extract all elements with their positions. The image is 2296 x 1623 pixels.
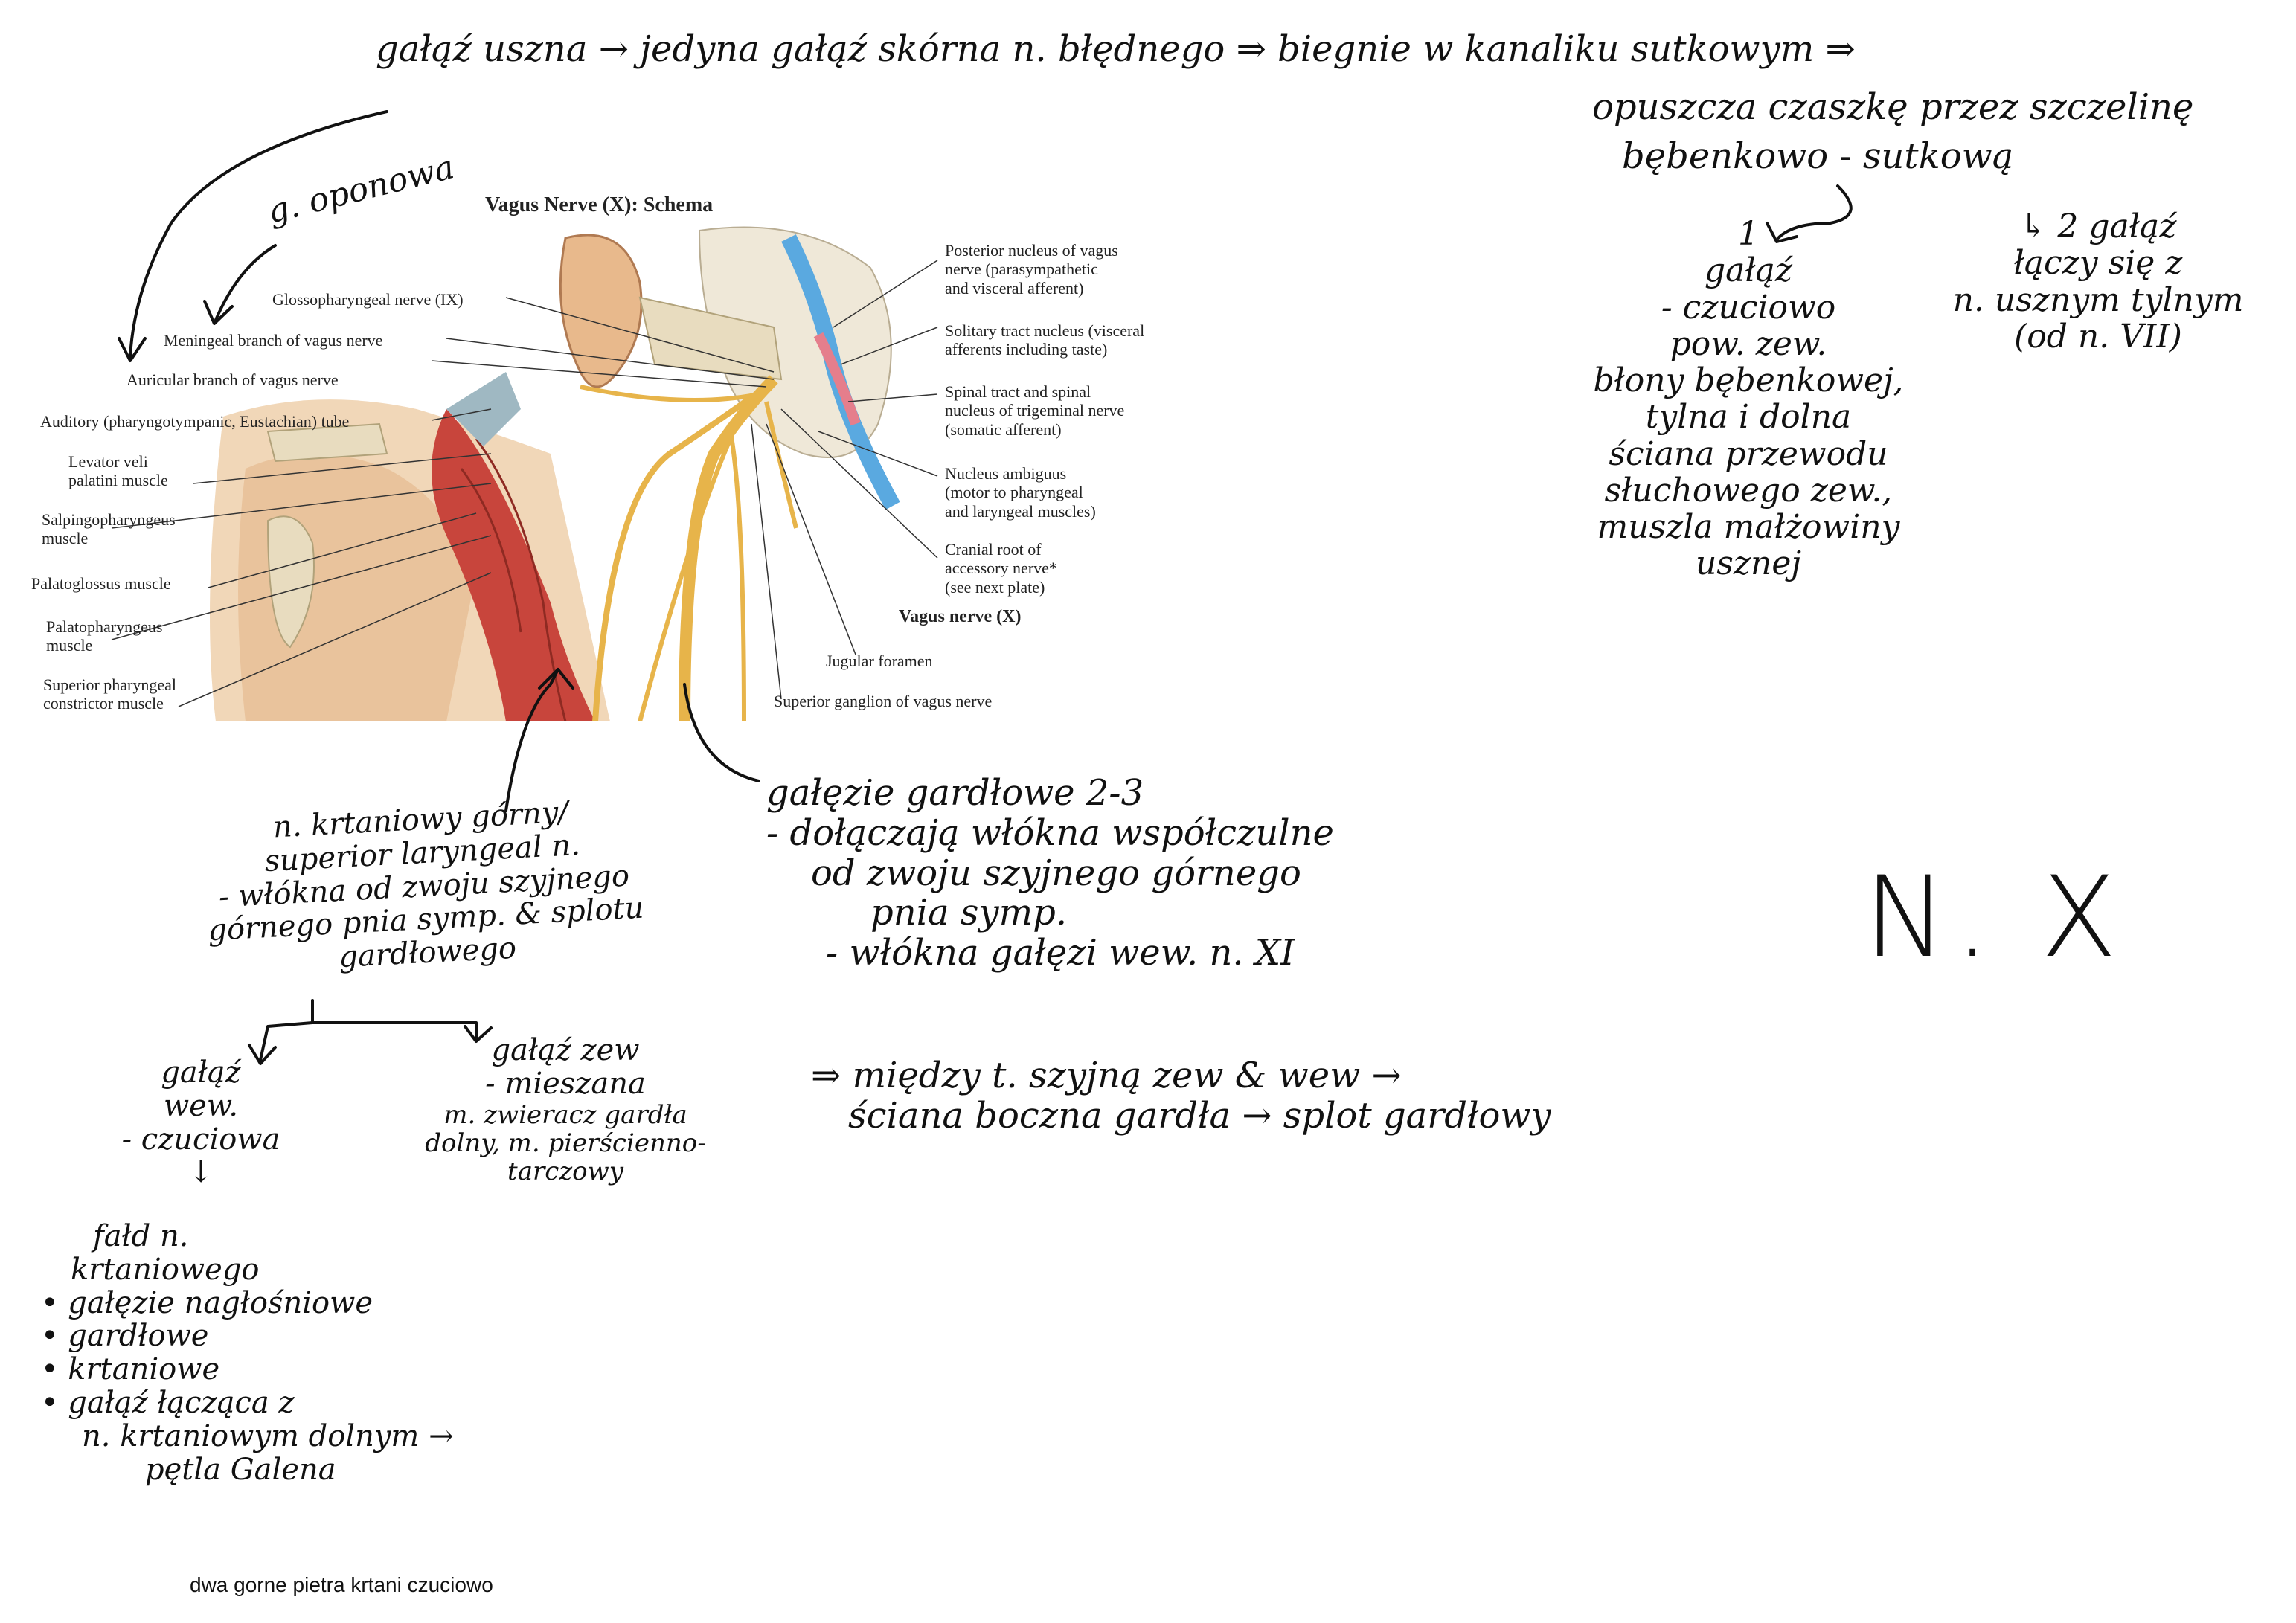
label-palatoglossus: Palatoglossus muscle [31, 574, 171, 593]
note-auricular-cont-1: opuszcza czaszkę przez szczelinę [1592, 86, 2194, 128]
label-auditory-tube: Auditory (pharyngotympanic, Eustachian) … [40, 412, 350, 431]
note-branch1: 1 gałąź - czuciowo pow. zew. błony bęben… [1593, 215, 1904, 583]
label-superior-ganglion: Superior ganglion of vagus nerve [774, 692, 993, 710]
arrow-internal [259, 1021, 314, 1061]
note-pharyngeal-path: ⇒ między t. szyjną zew & wew → ściana bo… [811, 1055, 1551, 1137]
typed-note: dwa gorne pietra krtani czuciowo [190, 1573, 493, 1596]
note-external-branch: gałąź zew - mieszana m. zwieracz gardła … [425, 1033, 706, 1186]
note-internal-branch: gałąź wew. - czuciowa ↓ [121, 1055, 280, 1190]
vagus-anatomy-illustration [111, 226, 938, 721]
page-title-nx: N. X [1864, 853, 2125, 983]
label-jugular-foramen: Jugular foramen [826, 652, 933, 670]
label-auricular-branch: Auricular branch of vagus nerve [126, 370, 339, 389]
label-vagus-nerve: Vagus nerve (X) [899, 607, 1022, 626]
note-branch2: ↳ 2 gałąź łączy się z n. usznym tylnym (… [1952, 208, 2244, 356]
split-line [311, 999, 478, 1039]
note-internal-detail: fałd n. krtaniowego • gałęzie nagłośniow… [41, 1219, 454, 1487]
vagus-schema-figure: Vagus Nerve (X): Schema Glossopharyngeal… [30, 186, 1220, 721]
note-superior-laryngeal: n. krtaniowy górny/ superior laryngeal n… [207, 794, 645, 975]
note-auricular-cont-2: bębenkowo - sutkową [1622, 135, 2014, 177]
label-meningeal-branch: Meningeal branch of vagus nerve [164, 331, 383, 350]
note-auricular-heading: gałąź uszna → jedyna gałąź skórna n. błę… [376, 28, 1856, 70]
note-pharyngeal-branches: gałęzie gardłowe 2-3 - dołączają włókna … [766, 772, 1334, 974]
figure-title: Vagus Nerve (X): Schema [485, 193, 714, 216]
label-glossopharyngeal: Glossopharyngeal nerve (IX) [272, 290, 464, 309]
